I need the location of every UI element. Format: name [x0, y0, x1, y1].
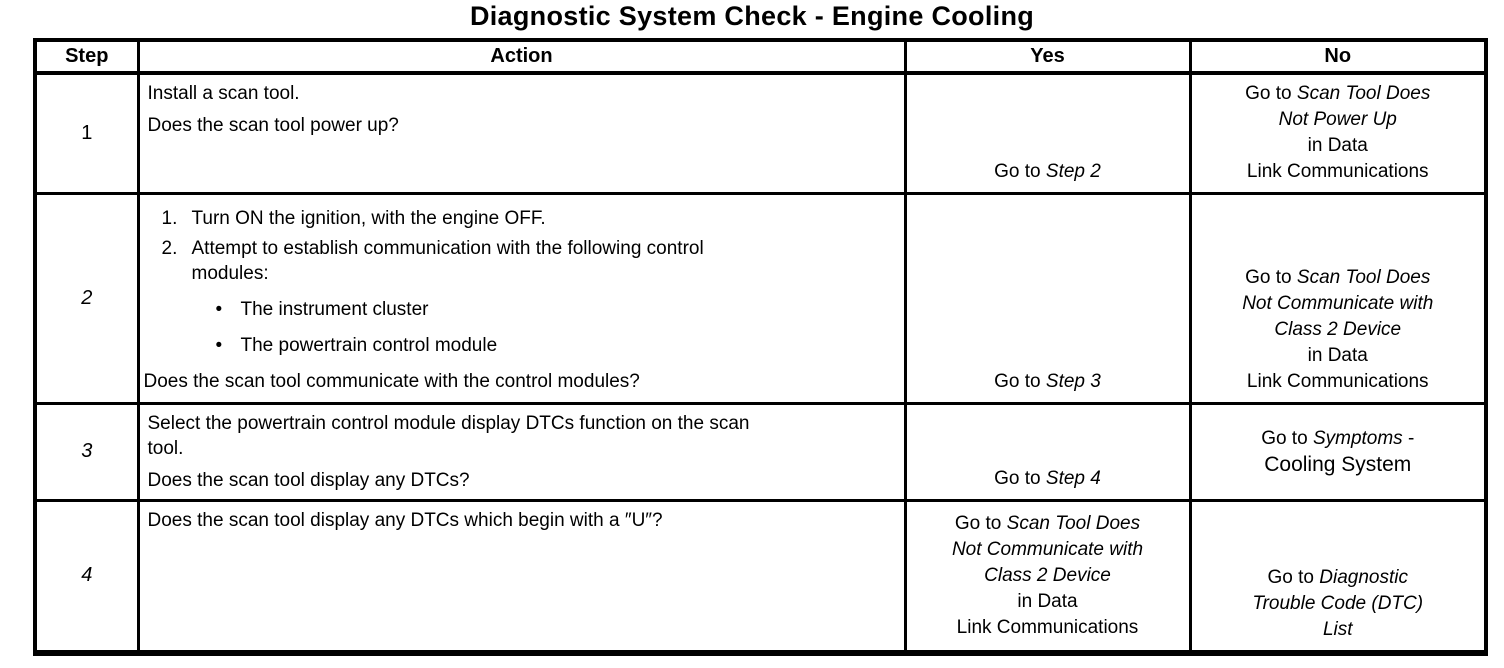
yes-cell: Go to Scan Tool Does Not Communicate wit…: [903, 498, 1192, 655]
numbered-item: 1. Turn ON the ignition, with the engine…: [161, 207, 546, 229]
col-header-yes: Yes: [903, 38, 1192, 75]
col-header-step: Step: [33, 38, 140, 75]
step-cell: 4: [33, 498, 140, 655]
yes-cell: Go to Step 4: [903, 401, 1192, 502]
goto-text: Go to Scan Tool Does: [1245, 266, 1431, 288]
goto-text: in Data: [1017, 590, 1078, 612]
action-question: Does the scan tool power up?: [147, 115, 399, 136]
action-paragraph: Select the powertrain control module dis…: [147, 412, 750, 459]
item-number: 1.: [161, 207, 178, 229]
diagnostic-table: Step Action Yes No 1 Install a scan tool…: [33, 38, 1488, 656]
goto-text: Trouble Code (DTC): [1252, 593, 1424, 614]
action-cell: Install a scan tool. Does the scan tool …: [136, 71, 907, 195]
bullet-item: • The powertrain control module: [215, 334, 498, 356]
goto-text: Not Power Up: [1278, 108, 1397, 130]
action-cell: 1. Turn ON the ignition, with the engine…: [136, 191, 907, 405]
item-number: 2.: [161, 237, 178, 259]
goto-text: List: [1322, 619, 1353, 640]
action-cell: Select the powertrain control module dis…: [136, 401, 907, 502]
goto-text: Link Communications: [1246, 370, 1429, 392]
col-header-no: No: [1188, 38, 1488, 75]
goto-text: Class 2 Device: [984, 564, 1111, 586]
bullet-icon: •: [215, 334, 223, 356]
goto-text: in Data: [1307, 344, 1368, 366]
action-question: Does the scan tool communicate with the …: [143, 370, 640, 392]
yes-cell: Go to Step 2: [903, 71, 1192, 195]
table-row-step-4: 4 Does the scan tool display any DTCs wh…: [33, 498, 1488, 655]
no-cell: Go to Symptoms - Cooling System: [1188, 401, 1488, 502]
action-question: Does the scan tool display any DTCs whic…: [147, 509, 663, 531]
action-paragraph: Install a scan tool.: [147, 83, 300, 104]
goto-text: Go to Diagnostic: [1267, 567, 1408, 588]
yes-cell: Go to Step 3: [903, 191, 1192, 405]
no-cell: Go to Scan Tool Does Not Power Up in Dat…: [1188, 71, 1488, 195]
action-question: Does the scan tool display any DTCs?: [147, 469, 470, 491]
page-title: Diagnostic System Check - Engine Cooling: [469, 1, 1035, 31]
goto-text: Go to Symptoms -: [1261, 427, 1415, 449]
goto-text: Not Communicate with: [1242, 292, 1434, 314]
table-row-step-1: 1 Install a scan tool. Does the scan too…: [33, 71, 1488, 195]
numbered-item: 2. Attempt to establish communication wi…: [161, 237, 704, 284]
no-cell: Go to Diagnostic Trouble Code (DTC) List: [1188, 498, 1488, 655]
header-row: Step Action Yes No: [33, 38, 1488, 75]
step-cell: 3: [33, 401, 140, 502]
goto-text: Go to Step 3: [994, 370, 1101, 392]
goto-text: Link Communications: [956, 616, 1139, 638]
col-header-action: Action: [136, 38, 907, 75]
goto-text: Go to Scan Tool Does: [1245, 82, 1431, 104]
table-row-step-2: 2 1. Turn ON the ignition, with the engi…: [33, 191, 1488, 405]
goto-text: Class 2 Device: [1274, 318, 1402, 340]
goto-text: Go to Step 4: [994, 467, 1101, 489]
goto-text: in Data: [1307, 134, 1368, 156]
action-cell: Does the scan tool display any DTCs whic…: [136, 498, 907, 655]
bullet-item: • The instrument cluster: [215, 298, 429, 320]
goto-text: Go to Scan Tool Does: [954, 512, 1141, 534]
goto-text: Not Communicate with: [951, 538, 1144, 560]
goto-text: Link Communications: [1246, 160, 1429, 182]
goto-text: Cooling System: [1264, 452, 1412, 476]
step-cell: 1: [33, 71, 140, 195]
step-cell: 2: [33, 191, 140, 405]
table-row-step-3: 3 Select the powertrain control module d…: [33, 401, 1488, 502]
no-cell: Go to Scan Tool Does Not Communicate wit…: [1188, 191, 1488, 405]
bullet-icon: •: [215, 298, 223, 320]
goto-text: Go to Step 2: [994, 160, 1101, 182]
